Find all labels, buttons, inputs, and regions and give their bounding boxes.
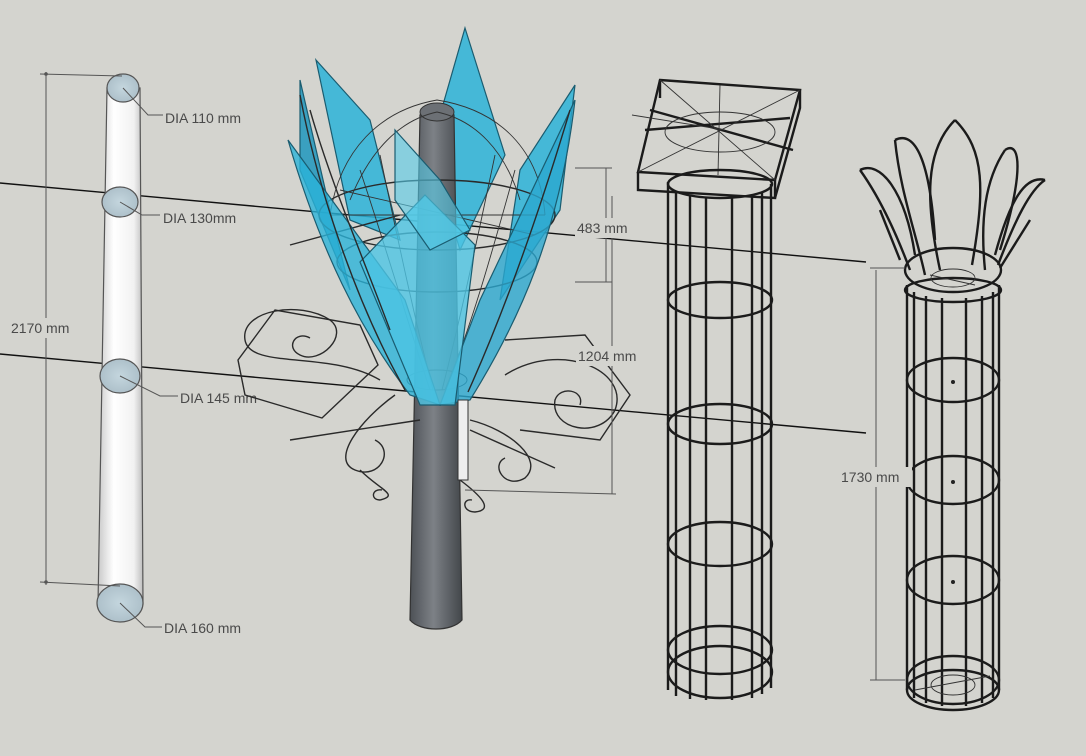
- label-height-2170: 2170 mm: [11, 320, 69, 336]
- label-dia-145: DIA 145 mm: [180, 390, 257, 406]
- flower-lamp: [237, 25, 631, 630]
- crown-top-cage: [859, 119, 1046, 712]
- label-dia-110: DIA 110 mm: [165, 110, 241, 126]
- label-dim-1204: 1204 mm: [578, 348, 636, 364]
- label-dim-483: 483 mm: [577, 220, 628, 236]
- label-height-1730: 1730 mm: [841, 469, 899, 485]
- square-top-cage: [631, 78, 802, 700]
- label-dia-130: DIA 130mm: [163, 210, 236, 226]
- tapered-pole: [39, 72, 178, 628]
- label-dia-160: DIA 160 mm: [164, 620, 241, 636]
